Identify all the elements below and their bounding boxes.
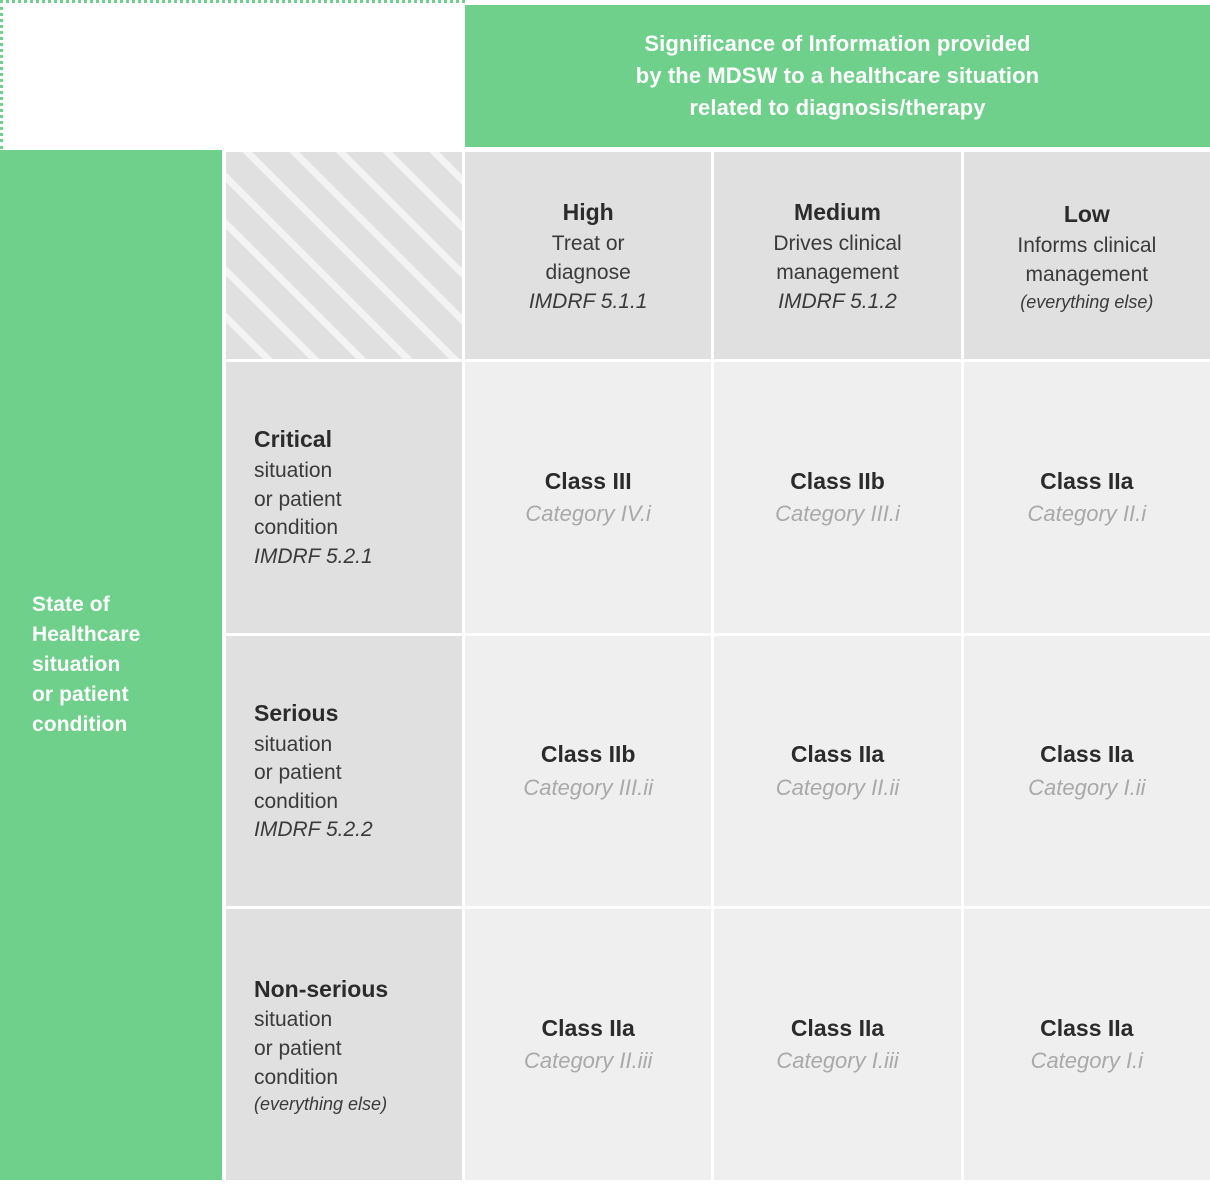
hatched-corner-cell [226,152,462,359]
row-header-description: situation or patient condition [254,459,342,540]
row-header-non-serious: Non-serious situation or patient conditi… [226,909,462,1180]
row-header-description: situation or patient condition [254,1008,342,1089]
cell-class: Class IIb [790,467,885,494]
column-header-high: High Treat or diagnose IMDRF 5.1.1 [465,152,712,359]
matrix-grid: High Treat or diagnose IMDRF 5.1.1 Mediu… [226,152,1210,1180]
row-header-title: Serious [254,700,339,727]
row-header-reference: (everything else) [254,1094,388,1115]
cell-category: Category II.ii [775,774,900,800]
matrix-cell: Class IIb Category III.i [714,362,961,633]
cell-category: Category III.i [775,501,900,527]
left-axis-banner: State of Healthcare situation or patient… [0,150,222,1180]
column-header-description: Drives clinical management [773,232,902,284]
matrix-cell: Class IIa Category II.iii [465,909,712,1180]
matrix-cell: Class IIa Category I.iii [714,909,961,1180]
cell-class: Class IIb [540,741,636,768]
matrix-cell: Class IIa Category II.ii [714,635,961,907]
column-header-title: High [562,198,614,225]
column-header-title: Low [1063,200,1110,227]
row-header-title: Non-serious [254,975,389,1002]
cell-category: Category I.ii [1028,774,1146,800]
cell-class: Class IIa [541,1015,635,1042]
cell-class: Class IIa [1040,741,1134,768]
cell-category: Category II.i [1027,501,1147,527]
column-header-description: Informs clinical management [1017,234,1157,287]
cell-category: Category I.i [1030,1048,1144,1074]
column-header-reference: (everything else) [1020,291,1154,312]
row-header-description: situation or patient condition [254,732,342,813]
row-header-reference: IMDRF 5.2.1 [254,544,373,568]
cell-class: Class IIa [1040,467,1134,494]
cell-class: Class IIa [790,1015,885,1042]
row-header-reference: IMDRF 5.2.2 [254,818,373,842]
column-header-medium: Medium Drives clinical management IMDRF … [714,152,961,359]
cell-category: Category III.ii [523,774,653,800]
left-axis-label: State of Healthcare situation or patient… [32,593,141,736]
top-axis-banner: Significance of Information provided by … [465,5,1210,147]
row-header-title: Critical [254,426,332,453]
matrix-cell: Class III Category IV.i [465,362,712,633]
column-header-reference: IMDRF 5.1.1 [528,289,648,313]
cell-category: Category II.iii [523,1048,653,1074]
column-header-description: Treat or diagnose [545,232,631,284]
cell-category: Category IV.i [525,501,651,527]
column-header-title: Medium [794,198,881,225]
cell-class: Class IIa [790,741,885,768]
matrix-cell: Class IIa Category I.ii [963,635,1210,907]
matrix-cell: Class IIa Category I.i [963,909,1210,1180]
column-header-reference: IMDRF 5.1.2 [778,289,897,313]
row-header-serious: Serious situation or patient condition I… [226,635,462,907]
cell-class: Class III [544,467,632,494]
column-header-low: Low Informs clinical management (everyth… [963,152,1210,359]
cell-class: Class IIa [1040,1015,1134,1042]
cell-category: Category I.iii [776,1048,899,1074]
matrix-cell: Class IIb Category III.ii [465,635,712,907]
row-header-critical: Critical situation or patient condition … [226,362,462,633]
matrix-cell: Class IIa Category II.i [963,362,1210,633]
top-axis-label: Significance of Information provided by … [635,31,1040,120]
matrix-corner-placeholder [0,0,465,149]
